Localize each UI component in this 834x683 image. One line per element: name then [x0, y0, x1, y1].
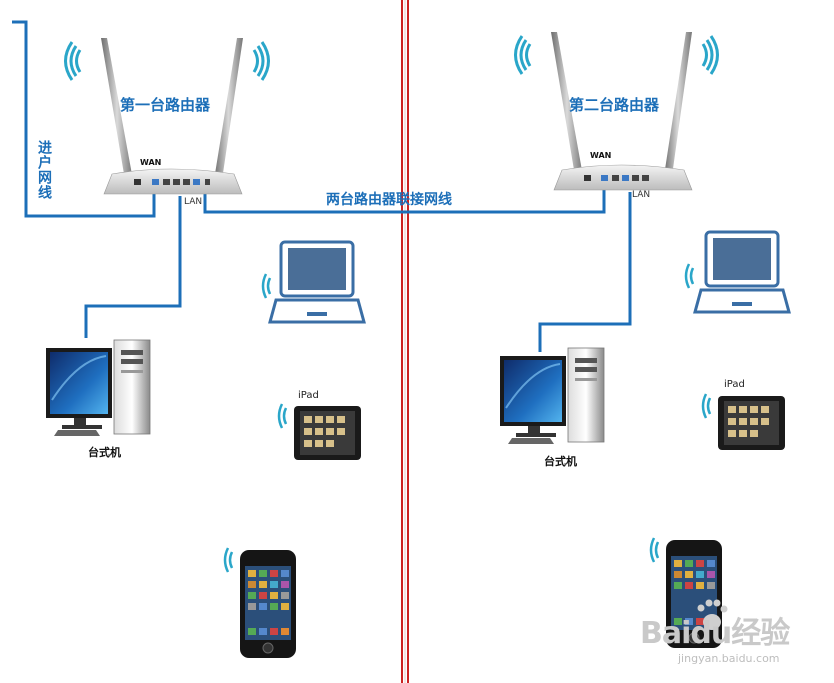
router2-wifi-right-icon [703, 36, 718, 74]
incoming-cable-label: 进户网线 [36, 140, 52, 200]
laptop2-wifi-icon [686, 264, 693, 288]
phone1-wifi-icon [225, 548, 232, 572]
router2-antenna-right [664, 32, 692, 176]
laptop1 [263, 242, 364, 322]
router1-wifi-right-icon [254, 42, 269, 80]
ipad1-wifi-icon [279, 404, 286, 428]
router2-title: 第二台路由器 [569, 94, 659, 115]
desktop2-cable [540, 192, 630, 352]
router1 [66, 38, 269, 194]
router1-lan-label: LAN [184, 197, 202, 207]
ipad1 [279, 404, 361, 460]
router2-lan-label: LAN [632, 190, 650, 200]
watermark-logo: Baidu经验 [640, 608, 789, 652]
router2-wan-label: WAN [590, 151, 611, 160]
watermark-url: jingyan.baidu.com [678, 652, 780, 665]
laptop1-wifi-icon [263, 274, 270, 298]
router1-wifi-left-icon [66, 42, 81, 80]
link-cable-label: 两台路由器联接网线 [326, 189, 452, 209]
router1-title: 第一台路由器 [120, 94, 210, 115]
phone2-wifi-icon [651, 538, 658, 562]
router2-wifi-left-icon [516, 36, 531, 74]
ipad1-label: iPad [298, 390, 319, 401]
ipad2 [703, 394, 785, 450]
router1-wan-label: WAN [140, 158, 161, 167]
center-divider [402, 0, 408, 683]
ipad2-label: iPad [724, 379, 745, 390]
laptop2 [686, 232, 789, 312]
desktop1-label: 台式机 [88, 444, 121, 460]
phone1 [225, 548, 296, 658]
router1-antenna-right [214, 38, 243, 180]
desktop1 [46, 340, 150, 436]
desktop2-label: 台式机 [544, 453, 577, 469]
desktop2 [500, 348, 604, 444]
ipad2-wifi-icon [703, 394, 710, 418]
